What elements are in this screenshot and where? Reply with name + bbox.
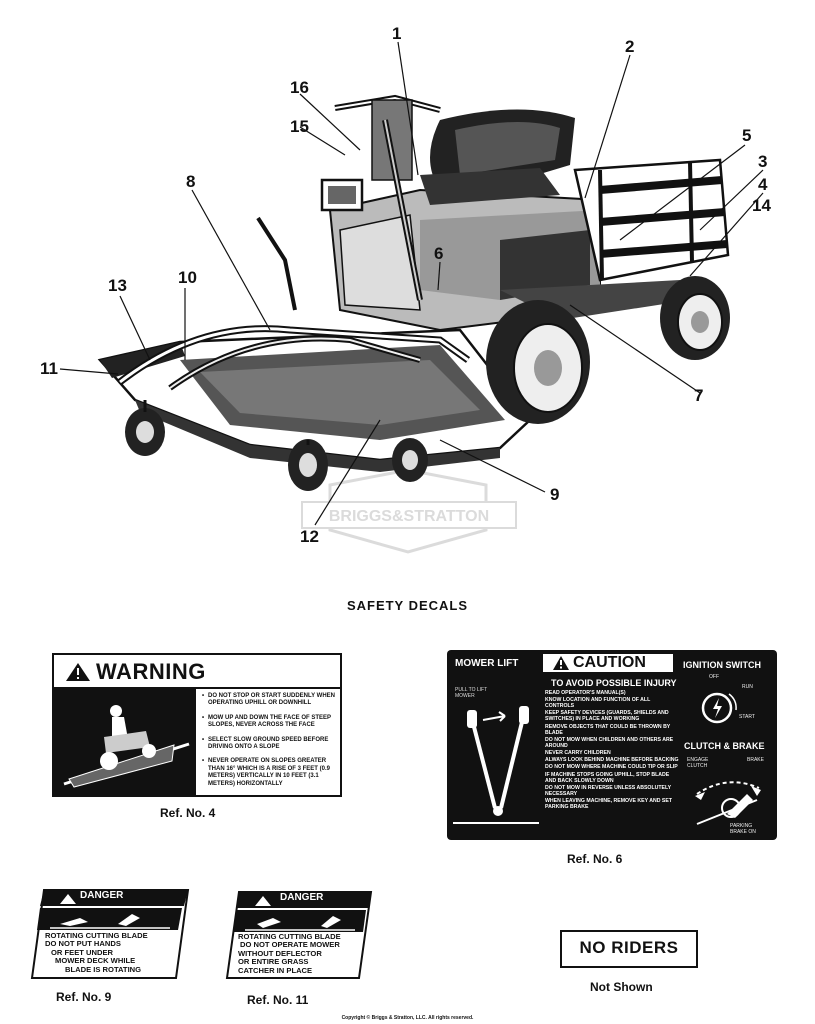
warning-item: SELECT SLOW GROUND SPEED BEFORE DRIVING … <box>202 737 338 752</box>
mower-lift-instruction: PULL TO LIFT MOWER <box>455 687 488 699</box>
no-riders-label: NO RIDERS <box>579 938 679 957</box>
danger-11-line: ROTATING CUTTING BLADE <box>238 932 341 941</box>
callout-11: 11 <box>40 359 58 378</box>
danger-9-line: MOWER DECK WHILE <box>55 956 136 966</box>
ref-label-11: Ref. No. 11 <box>247 993 309 1007</box>
mower-lift-lever-icon <box>453 706 539 824</box>
caution-item: READ OPERATOR'S MANUAL(S) <box>545 690 626 696</box>
ignition-start-label: START <box>739 714 755 720</box>
callout-1: 1 <box>392 24 402 43</box>
ignition-off-label: OFF <box>709 674 719 680</box>
danger-11-line: WITHOUT DEFLECTOR <box>238 948 322 958</box>
caution-item: DO NOT MOW WHEN CHILDREN AND OTHERS ARE … <box>545 736 674 749</box>
ignition-run-label: RUN <box>742 684 753 690</box>
danger-9-line: DO NOT PUT HANDS <box>45 939 121 949</box>
page-title: SAFETY DECALS <box>346 598 469 613</box>
caster-wheels <box>125 400 428 491</box>
callout-5: 5 <box>742 126 752 145</box>
callout-16: 16 <box>290 78 309 97</box>
caution-header: CAUTION <box>543 654 673 672</box>
svg-text:BRIGGS&STRATTON: BRIGGS&STRATTON <box>329 508 489 525</box>
callout-4: 4 <box>758 175 768 194</box>
callout-6: 6 <box>434 244 444 263</box>
caution-item: NEVER CARRY CHILDREN <box>545 749 611 756</box>
ref-label-9: Ref. No. 9 <box>56 990 112 1004</box>
danger-11-line: CATCHER IN PLACE <box>238 965 313 975</box>
caution-item: IF MACHINE STOPS GOING UPHILL, STOP BLAD… <box>545 771 670 784</box>
warning-item: DO NOT STOP OR START SUDDENLY WHEN OPERA… <box>202 693 338 708</box>
caution-item: DO NOT MOW WHERE MACHINE COULD TIP OR SL… <box>545 764 678 771</box>
clutch-brake-pedal-icon <box>695 781 761 825</box>
callout-15: 15 <box>290 117 309 136</box>
callout-3: 3 <box>758 152 768 171</box>
slope-rider-icon <box>54 689 196 795</box>
danger-9-line: OR FEET UNDER <box>51 947 114 957</box>
danger-11-text: ROTATING CUTTING BLADE DO NOT OPERATE MO… <box>238 932 368 975</box>
callout-13: 13 <box>108 276 127 295</box>
caution-item: DO NOT MOW IN REVERSE UNLESS ABSOLUTELY … <box>545 784 672 797</box>
caution-list: READ OPERATOR'S MANUAL(S) KNOW LOCATION … <box>545 690 680 811</box>
warning-list: DO NOT STOP OR START SUDDENLY WHEN OPERA… <box>202 693 338 795</box>
ignition-key-icon <box>701 692 737 724</box>
caution-item: KNOW LOCATION AND FUNCTION OF ALL CONTRO… <box>545 697 651 710</box>
mower-deck <box>97 325 532 472</box>
danger-decal-11 <box>225 891 373 979</box>
watermark-logo: BRIGGS&STRATTON <box>301 468 517 554</box>
callout-2: 2 <box>625 37 635 56</box>
danger-9-line: BLADE IS ROTATING <box>65 964 142 974</box>
copyright: Copyright © Briggs & Stratton, LLC. All … <box>341 1015 474 1021</box>
ref-label-4: Ref. No. 4 <box>160 806 216 820</box>
callout-12: 12 <box>300 527 319 546</box>
danger-11-header: DANGER <box>280 892 324 903</box>
caution-item: WHEN LEAVING MACHINE, REMOVE KEY AND SET… <box>545 797 673 810</box>
clutch-brake-label: CLUTCH & BRAKE <box>684 741 765 751</box>
danger-11-line: DO NOT OPERATE MOWER <box>240 940 340 950</box>
danger-9-line: ROTATING CUTTING BLADE <box>45 931 148 940</box>
no-riders-decal: NO RIDERS <box>560 930 698 968</box>
callout-9: 9 <box>550 485 560 504</box>
parking-brake-label: PARKING BRAKE ON <box>730 823 756 835</box>
danger-9-text: ROTATING CUTTING BLADE DO NOT PUT HANDS … <box>45 931 175 974</box>
not-shown-label: Not Shown <box>590 980 653 994</box>
callout-14: 14 <box>752 196 771 215</box>
rear-wheels <box>486 276 730 424</box>
caution-decal: MOWER LIFT PULL TO LIFT MOWER CAUTION TO… <box>447 650 777 840</box>
ref-label-6: Ref. No. 6 <box>567 852 623 866</box>
danger-decal-9 <box>30 889 190 979</box>
callout-8: 8 <box>186 172 196 191</box>
brake-label: BRAKE <box>747 757 764 763</box>
warning-title: WARNING <box>96 659 206 684</box>
warning-triangle-icon <box>66 663 90 681</box>
mower-lift-label: MOWER LIFT <box>455 658 519 669</box>
warning-decal: WARNING DO NOT STOP OR START SUDDENLY WH… <box>52 653 342 797</box>
leader-lines <box>59 41 764 526</box>
callout-10: 10 <box>178 268 197 287</box>
caution-item: ALWAYS LOOK BEHIND MACHINE BEFORE BACKIN… <box>545 757 679 764</box>
engage-clutch-label: ENGAGE CLUTCH <box>687 757 709 769</box>
warning-item: MOW UP AND DOWN THE FACE OF STEEP SLOPES… <box>202 715 338 730</box>
caution-item: KEEP SAFETY DEVICES (GUARDS, SHIELDS AND… <box>545 710 669 723</box>
warning-item: NEVER OPERATE ON SLOPES GREATER THAN 16°… <box>202 758 338 788</box>
ignition-switch-label: IGNITION SWITCH <box>683 660 761 670</box>
danger-11-line: OR ENTIRE GRASS <box>238 957 309 967</box>
caution-subheader: TO AVOID POSSIBLE INJURY <box>551 678 677 688</box>
caution-title: CAUTION <box>573 654 646 671</box>
caution-item: REMOVE OBJECTS THAT COULD BE THROWN BY B… <box>545 723 671 736</box>
danger-9-header: DANGER <box>80 890 124 901</box>
callout-7: 7 <box>694 386 704 405</box>
caution-triangle-icon <box>553 656 569 670</box>
warning-header: WARNING <box>54 655 340 689</box>
tractor-body <box>256 94 730 332</box>
tractor-illustration: BRIGGS&STRATTON <box>59 41 764 554</box>
